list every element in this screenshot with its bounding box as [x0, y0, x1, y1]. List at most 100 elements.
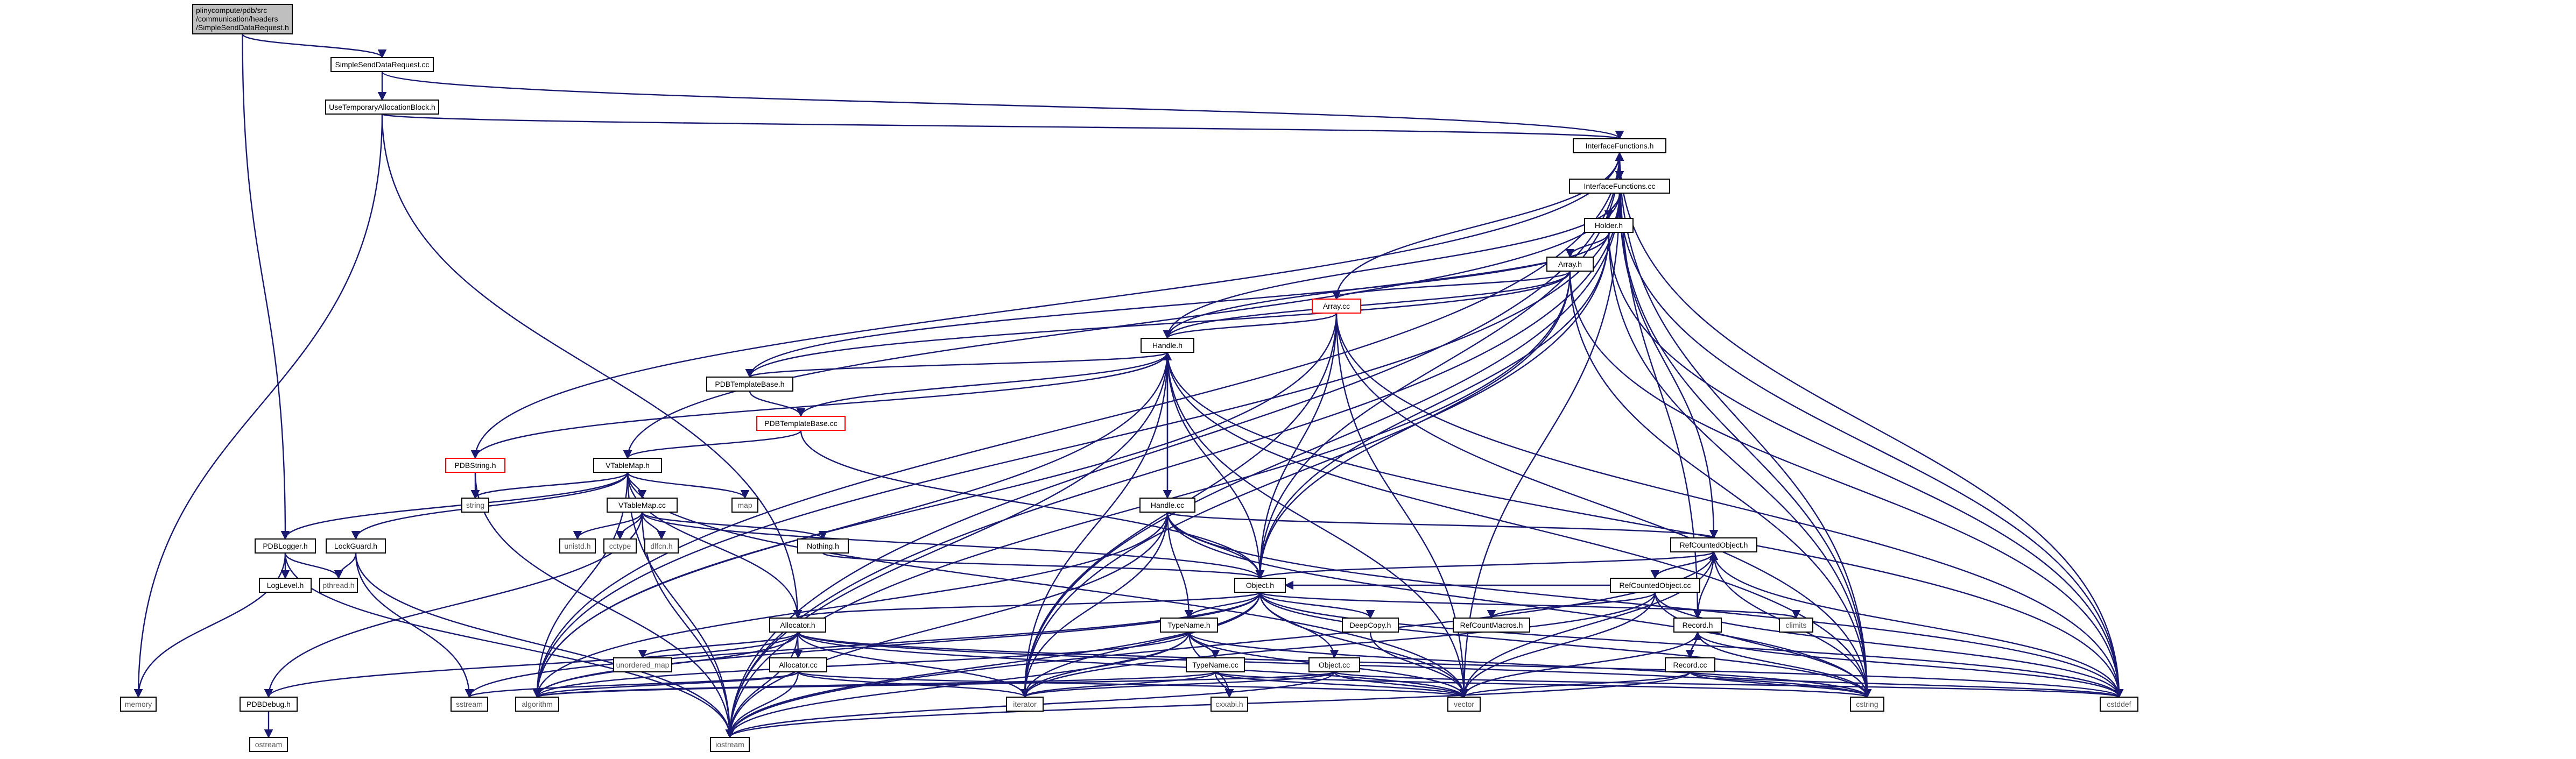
- node-record-h[interactable]: Record.h: [1673, 618, 1722, 633]
- node-unordered-map: unordered_map: [613, 657, 672, 672]
- edge-interface-functions-cc-to-vector: [1459, 193, 1621, 698]
- node-pdb-debug-h[interactable]: PDBDebug.h: [240, 697, 298, 712]
- node-vector: vector: [1447, 697, 1481, 712]
- node-ref-counted-object-cc[interactable]: RefCountedObject.cc: [1610, 578, 1700, 593]
- svg-text:map: map: [737, 501, 752, 509]
- node-ref-count-macros-h[interactable]: RefCountMacros.h: [1453, 618, 1530, 633]
- node-pthread-h: pthread.h: [319, 578, 358, 593]
- edge-allocator-h-to-iostream: [725, 632, 799, 739]
- edge-object-h-to-iostream: [725, 592, 1261, 739]
- edge-holder-h-to-cstddef: [1608, 232, 2124, 698]
- edge-interface-functions-cc-to-cstring: [1618, 193, 1872, 698]
- svg-text:Allocator.h: Allocator.h: [780, 621, 815, 629]
- edge-handle-h-to-algorithm: [532, 352, 1169, 698]
- edge-ref-counted-object-h-to-cstddef: [1713, 551, 2124, 698]
- node-array-cc[interactable]: Array.cc: [1312, 299, 1361, 314]
- node-pdb-template-base-h[interactable]: PDBTemplateBase.h: [706, 377, 793, 392]
- edge-object-cc-to-cstddef: [1333, 671, 2123, 698]
- edge-object-h-to-allocator-h: [793, 591, 1261, 619]
- node-object-cc[interactable]: Object.cc: [1308, 657, 1360, 672]
- edge-simple-send-data-request-cc-to-interface-functions-h: [381, 71, 1624, 140]
- svg-text:VTableMap.h: VTableMap.h: [606, 461, 650, 470]
- edge-allocator-cc-to-iostream: [725, 671, 799, 739]
- svg-text:PDBTemplateBase.h: PDBTemplateBase.h: [715, 380, 784, 388]
- node-climits: climits: [1779, 618, 1813, 633]
- node-object-h[interactable]: Object.h: [1234, 578, 1286, 593]
- node-pdb-template-base-cc[interactable]: PDBTemplateBase.cc: [756, 416, 846, 431]
- edge-record-h-to-vector: [1459, 632, 1699, 698]
- edge-ref-counted-object-cc-to-iterator: [1020, 592, 1656, 698]
- edge-array-h-to-pdb-template-base-h: [745, 271, 1571, 378]
- svg-text:climits: climits: [1786, 621, 1807, 629]
- edge-pdb-string-h-to-interface-functions-h: [474, 152, 1624, 459]
- node-type-name-h[interactable]: TypeName.h: [1160, 618, 1218, 633]
- node-root-simple-send-data-request-h[interactable]: plinycompute/pdb/src /communication/head…: [192, 4, 293, 34]
- node-holder-h[interactable]: Holder.h: [1584, 218, 1634, 233]
- edge-handle-h-to-pdb-template-base-h: [745, 351, 1169, 378]
- edge-use-temporary-allocation-block-h-to-allocator-h: [381, 114, 803, 619]
- edge-type-name-cc-to-cxxabi-h: [1214, 671, 1234, 698]
- node-interface-functions-cc[interactable]: InterfaceFunctions.cc: [1569, 179, 1670, 194]
- svg-text:vector: vector: [1454, 700, 1474, 708]
- svg-text:TypeName.cc: TypeName.cc: [1192, 661, 1238, 669]
- node-interface-functions-h[interactable]: InterfaceFunctions.h: [1573, 138, 1666, 153]
- svg-text:VTableMap.cc: VTableMap.cc: [618, 501, 666, 509]
- node-cstring: cstring: [1850, 697, 1884, 712]
- edge-holder-h-to-cstring: [1608, 232, 1872, 698]
- edge-object-h-to-cstddef: [1259, 592, 2124, 698]
- svg-text:iterator: iterator: [1013, 700, 1037, 708]
- node-lock-guard-h[interactable]: LockGuard.h: [326, 538, 386, 554]
- edge-record-h-to-cstring: [1697, 632, 1872, 698]
- node-cctype: cctype: [603, 538, 637, 554]
- node-handle-h[interactable]: Handle.h: [1141, 338, 1194, 353]
- edge-interface-functions-h-to-object-h: [1255, 152, 1621, 579]
- edge-vtable-map-h-to-vector: [627, 472, 1469, 698]
- node-allocator-cc[interactable]: Allocator.cc: [769, 657, 827, 672]
- node-vtable-map-cc[interactable]: VTableMap.cc: [607, 498, 678, 513]
- svg-text:LogLevel.h: LogLevel.h: [267, 581, 304, 590]
- edge-record-h-to-ref-counted-object-h: [1697, 551, 1719, 619]
- svg-text:PDBString.h: PDBString.h: [454, 461, 496, 470]
- node-pdb-string-h[interactable]: PDBString.h: [445, 458, 505, 473]
- edge-lock-guard-h-to-pthread-h: [334, 552, 357, 579]
- node-type-name-cc[interactable]: TypeName.cc: [1186, 657, 1245, 672]
- edge-object-h-to-climits: [1259, 591, 1800, 619]
- edge-vtable-map-h-to-algorithm: [532, 472, 629, 698]
- edge-object-h-to-iterator: [1020, 592, 1261, 698]
- node-vtable-map-h[interactable]: VTableMap.h: [593, 458, 662, 473]
- svg-text:Handle.h: Handle.h: [1152, 341, 1183, 350]
- edge-type-name-h-to-algorithm: [532, 632, 1190, 698]
- edge-handle-cc-to-algorithm: [532, 512, 1169, 698]
- node-ref-counted-object-h[interactable]: RefCountedObject.h: [1670, 537, 1757, 552]
- edge-handle-h-to-vector: [1166, 352, 1469, 698]
- node-log-level-h[interactable]: LogLevel.h: [259, 578, 312, 593]
- svg-text:cctype: cctype: [609, 542, 631, 550]
- node-nothing-h[interactable]: Nothing.h: [797, 538, 849, 554]
- node-record-cc[interactable]: Record.cc: [1665, 657, 1715, 672]
- svg-text:DeepCopy.h: DeepCopy.h: [1350, 621, 1391, 629]
- edge-object-h-to-deep-copy-h: [1259, 592, 1375, 619]
- edge-vtable-map-h-to-pdb-logger-h: [280, 472, 629, 540]
- edge-ref-counted-object-cc-to-cstddef: [1654, 592, 2124, 698]
- edge-use-temporary-allocation-block-h-to-interface-functions-h: [381, 113, 1623, 140]
- edge-allocator-cc-to-vector: [797, 671, 1468, 698]
- node-array-h[interactable]: Array.h: [1546, 257, 1594, 272]
- node-allocator-h[interactable]: Allocator.h: [769, 618, 826, 633]
- edge-record-h-to-cstddef: [1697, 632, 2124, 698]
- node-deep-copy-h[interactable]: DeepCopy.h: [1342, 618, 1399, 633]
- node-handle-cc[interactable]: Handle.cc: [1139, 498, 1195, 513]
- node-simple-send-data-request-cc[interactable]: SimpleSendDataRequest.cc: [330, 57, 434, 72]
- edge-pdb-logger-h-to-pthread-h: [284, 552, 343, 579]
- svg-text:RefCountedObject.cc: RefCountedObject.cc: [1619, 581, 1691, 590]
- svg-text:InterfaceFunctions.cc: InterfaceFunctions.cc: [1583, 182, 1655, 190]
- svg-text:string: string: [466, 501, 484, 509]
- node-pdb-logger-h[interactable]: PDBLogger.h: [255, 538, 316, 554]
- svg-text:pthread.h: pthread.h: [322, 581, 354, 590]
- svg-text:sstream: sstream: [456, 700, 483, 708]
- edge-allocator-h-to-pdb-debug-h: [264, 632, 799, 698]
- node-unistd-h: unistd.h: [559, 538, 596, 554]
- edge-interface-functions-h-to-cstddef: [1618, 152, 2124, 698]
- svg-text:LockGuard.h: LockGuard.h: [334, 542, 377, 550]
- svg-text:InterfaceFunctions.h: InterfaceFunctions.h: [1586, 141, 1654, 150]
- node-use-temporary-allocation-block-h[interactable]: UseTemporaryAllocationBlock.h: [325, 100, 439, 115]
